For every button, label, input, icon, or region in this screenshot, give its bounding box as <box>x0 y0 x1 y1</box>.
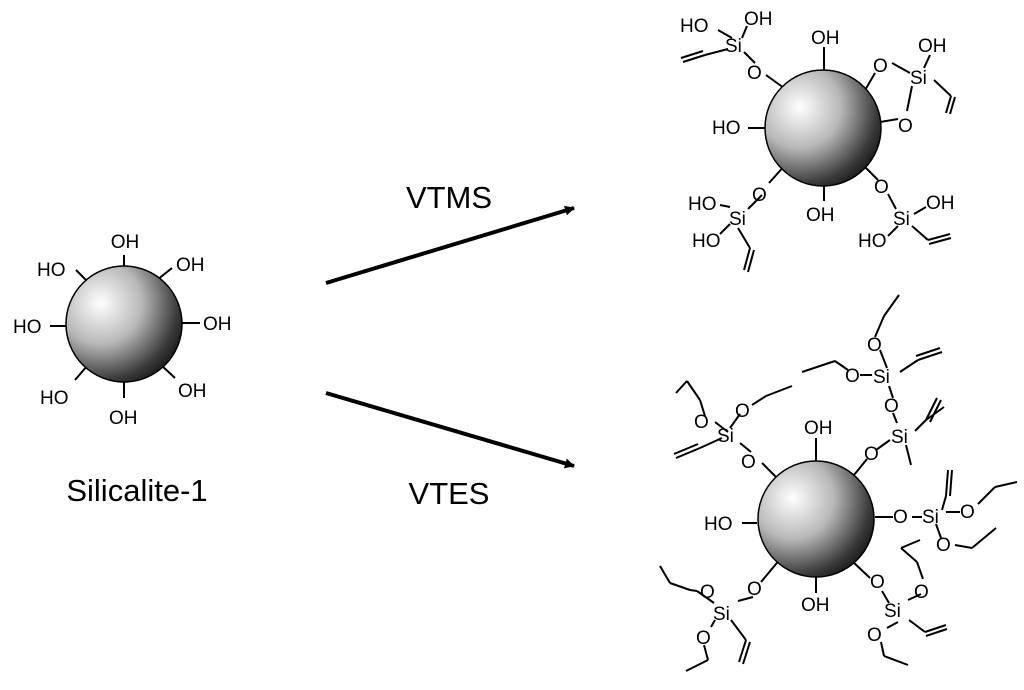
hydroxyl-label: OH <box>926 193 955 214</box>
silicon-label: Si <box>729 209 746 230</box>
vtms-label: VTMS <box>406 180 492 215</box>
hydroxyl-label: OH <box>918 36 947 57</box>
oxygen-label: O <box>747 579 762 600</box>
lower-arrow <box>325 391 575 469</box>
vtes-grafted-particle: OH O O O OH O HO O Si O O Si O Si O O Si… <box>659 294 1018 672</box>
oxygen-label: O <box>696 628 711 649</box>
hydroxyl-label: OH <box>109 408 138 429</box>
oxygen-label: O <box>873 56 888 77</box>
hydroxyl-label: HO <box>712 118 741 139</box>
silicalite-1-particle: OH OH OH OH OH HO HO HO <box>13 232 232 429</box>
upper-arrow <box>325 205 575 285</box>
oxygen-label: O <box>893 507 908 528</box>
oxygen-label: O <box>960 502 975 523</box>
reaction-arrows <box>325 205 575 469</box>
hydroxyl-label: OH <box>811 28 840 49</box>
silicon-label: Si <box>713 604 730 625</box>
hydroxyl-label: HO <box>13 317 42 338</box>
oxygen-label: O <box>694 412 709 433</box>
oxygen-label: O <box>864 444 879 465</box>
hydroxyl-label: OH <box>203 314 232 335</box>
oxygen-label: O <box>914 582 929 603</box>
hydroxyl-label: HO <box>680 16 709 37</box>
oxygen-label: O <box>936 535 951 556</box>
hydroxyl-label: OH <box>111 232 140 253</box>
oxygen-label: O <box>735 401 750 422</box>
hydroxyl-label: OH <box>176 255 205 276</box>
silicon-label: Si <box>884 601 901 622</box>
oxygen-label: O <box>870 572 885 593</box>
oxygen-label: O <box>845 366 860 387</box>
silicon-label: Si <box>873 367 890 388</box>
oxygen-label: O <box>700 582 715 603</box>
hydroxyl-label: OH <box>804 418 833 439</box>
hydroxyl-label: HO <box>692 231 721 252</box>
hydroxyl-label: HO <box>858 231 887 252</box>
oxygen-label: O <box>747 63 762 84</box>
hydroxyl-label: OH <box>806 205 835 226</box>
hydroxyl-label: OH <box>178 381 207 402</box>
silicon-label: Si <box>725 36 742 57</box>
hydroxyl-label: OH <box>801 595 830 616</box>
oxygen-label: O <box>898 116 913 137</box>
hydroxyl-label: HO <box>40 388 69 409</box>
hydroxyl-label: HO <box>704 514 733 535</box>
vtes-label: VTES <box>409 476 490 511</box>
oxygen-label: O <box>752 185 767 206</box>
hydroxyl-label: OH <box>744 9 773 30</box>
silicon-label: Si <box>922 507 939 528</box>
silicalite-1-label: Silicalite-1 <box>66 473 207 508</box>
oxygen-label: O <box>867 625 882 646</box>
silicon-label: Si <box>910 68 927 89</box>
oxygen-label: O <box>867 335 882 356</box>
silicon-label: Si <box>717 426 734 447</box>
oxygen-label: O <box>884 396 899 417</box>
silicon-label: Si <box>893 209 910 230</box>
hydroxyl-label: HO <box>688 194 717 215</box>
silicon-label: Si <box>891 427 908 448</box>
vtms-grafted-particle: OH O O HO OH O O O Si HO OH Si OH Si HO … <box>680 9 956 273</box>
hydroxyl-label: HO <box>37 260 66 281</box>
oxygen-label: O <box>741 452 756 473</box>
oxygen-label: O <box>874 177 889 198</box>
